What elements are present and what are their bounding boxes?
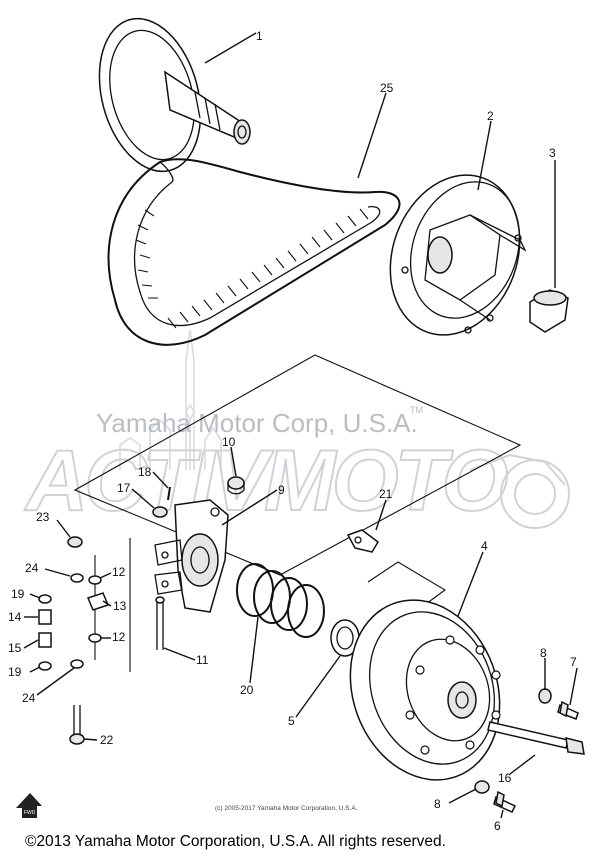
callout-10: 10 (222, 435, 236, 449)
cam-spider-9 (154, 499, 229, 613)
primary-sheave (98, 17, 251, 173)
callout-1: 1 (256, 29, 263, 43)
weight-13 (86, 592, 110, 611)
callout-9: 9 (278, 483, 285, 497)
watermark-text: Yamaha Motor Corp, U.S.A. (96, 408, 418, 438)
callout-4: 4 (481, 539, 488, 553)
callout-17: 17 (117, 481, 131, 495)
fwd-arrow-icon: FWD (16, 793, 42, 818)
callout-16: 16 (498, 771, 512, 785)
bushing-5 (330, 619, 360, 657)
callout-6: 6 (494, 819, 501, 833)
watermark-tm: TM (410, 405, 423, 415)
callout-5: 5 (288, 714, 295, 728)
callout-24-lower: 24 (22, 691, 36, 705)
clip-21 (346, 529, 379, 553)
secondary-fixed-sheave (389, 174, 527, 336)
leader-lines (23, 32, 578, 819)
belt-teeth (135, 208, 369, 329)
small-copyright: (c) 2005-2017 Yamaha Motor Corporation, … (215, 805, 358, 812)
roller-15 (38, 632, 52, 648)
callout-25: 25 (380, 81, 394, 95)
watermark-castle (119, 329, 222, 470)
callout-8-lower: 8 (434, 797, 441, 811)
watermark-motorcycle (469, 453, 570, 529)
v-belt (107, 158, 401, 346)
callout-11: 11 (196, 653, 209, 667)
callout-15: 15 (8, 641, 22, 655)
callout-12-upper: 12 (112, 565, 126, 579)
washer-12-upper (88, 575, 102, 585)
bolt-22 (69, 705, 85, 745)
callouts: 1 25 2 3 10 9 18 17 21 23 4 24 12 19 14 … (8, 29, 577, 833)
bolt-6 (493, 790, 517, 813)
callout-2: 2 (487, 109, 494, 123)
callout-23: 23 (36, 510, 50, 524)
callout-7: 7 (570, 655, 577, 669)
bushing-3 (529, 289, 569, 333)
watermark-logo: ACTIVMOTO (24, 433, 508, 529)
callout-13: 13 (113, 599, 127, 613)
secondary-movable-sheave (349, 599, 501, 781)
callout-19-lower: 19 (8, 665, 22, 679)
watermark: Yamaha Motor Corp, U.S.A. TM ACTIVMOTO (23, 329, 570, 530)
callout-19-upper: 19 (11, 587, 25, 601)
washer-24-upper (70, 573, 84, 583)
bolt-16 (487, 721, 585, 755)
pin-18 (167, 486, 171, 501)
washer-19-upper (38, 594, 52, 604)
roller-14 (38, 609, 52, 625)
washer-23 (67, 536, 83, 548)
spring-20 (236, 563, 325, 638)
callout-22: 22 (100, 733, 114, 747)
callout-3: 3 (549, 146, 556, 160)
bolt-7 (557, 700, 579, 720)
washer-8-upper (538, 688, 552, 704)
callout-12-lower: 12 (112, 630, 126, 644)
washer-19-lower (38, 661, 52, 671)
callout-21: 21 (379, 487, 393, 501)
washer-8-lower (474, 780, 490, 794)
pin-11 (155, 596, 165, 650)
callout-20: 20 (240, 683, 254, 697)
copyright-footer: ©2013 Yamaha Motor Corporation, U.S.A. A… (25, 833, 446, 850)
washer-17 (152, 506, 168, 518)
callout-18: 18 (138, 465, 152, 479)
callout-24-upper: 24 (25, 561, 39, 575)
callout-14: 14 (8, 610, 22, 624)
washer-12-lower (88, 633, 102, 643)
washer-24-lower (70, 659, 84, 669)
cap-10 (227, 476, 245, 495)
callout-8-upper: 8 (540, 646, 547, 660)
fwd-label: FWD (24, 810, 36, 816)
